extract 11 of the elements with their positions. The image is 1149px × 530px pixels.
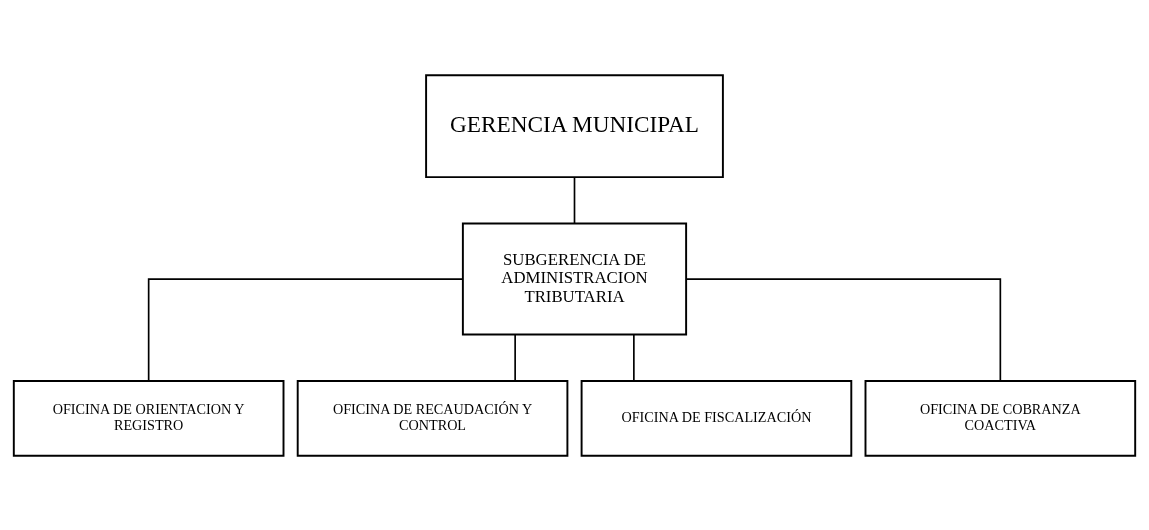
node-box: GERENCIA MUNICIPAL	[425, 73, 724, 178]
node-box: OFICINA DE ORIENTACION Y REGISTRO	[12, 379, 285, 457]
node-box: OFICINA DE COBRANZA COACTIVA	[864, 379, 1137, 457]
connector	[147, 277, 464, 382]
connector	[633, 333, 635, 382]
connector	[685, 277, 1002, 382]
node-box: OFICINA DE RECAUDACIÓN Y CONTROL	[296, 379, 569, 457]
node-box: SUBGERENCIA DE ADMINISTRACION TRIBUTARIA	[461, 222, 688, 335]
connector	[514, 333, 516, 382]
node-box: OFICINA DE FISCALIZACIÓN	[580, 379, 853, 457]
connector	[573, 176, 576, 224]
